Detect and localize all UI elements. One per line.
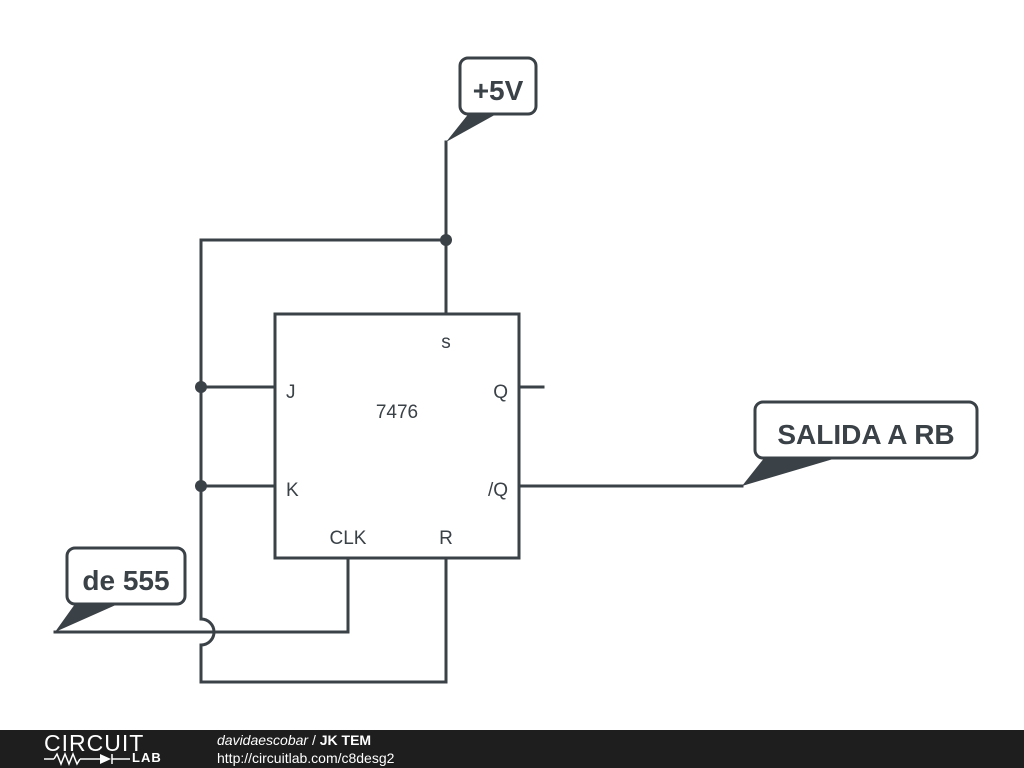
net-label-input-box bbox=[65, 546, 187, 606]
logo-bottom-text: LAB bbox=[132, 750, 162, 765]
pin-q-label: Q bbox=[493, 382, 508, 403]
net-label-output-text: SALIDA A RB bbox=[777, 419, 954, 450]
byline: davidaescobar / JK TEM bbox=[217, 731, 371, 749]
net-label-vcc-box bbox=[458, 56, 538, 116]
net-label-output-box bbox=[753, 400, 979, 460]
pin-j-label: J bbox=[286, 382, 296, 403]
net-label-vcc-text: +5V bbox=[473, 75, 524, 106]
author-link[interactable]: davidaescobar bbox=[217, 732, 309, 748]
schematic-diagram: 7476 s J K Q /Q CLK R +5V SALIDA A RB de… bbox=[53, 56, 979, 684]
net-label-vcc-pointer bbox=[446, 112, 500, 142]
resistor-diode-icon bbox=[44, 752, 130, 766]
junction-top bbox=[440, 234, 452, 246]
pin-clk-label: CLK bbox=[330, 528, 367, 549]
circuit-url[interactable]: http://circuitlab.com/c8desg2 bbox=[217, 750, 395, 766]
net-label-input-text: de 555 bbox=[82, 565, 169, 596]
net-label-input-pointer bbox=[55, 604, 118, 632]
junction-k bbox=[195, 480, 207, 492]
net-label-vcc[interactable]: +5V bbox=[446, 56, 538, 142]
net-label-input[interactable]: de 555 bbox=[55, 546, 187, 632]
pin-qbar-label: /Q bbox=[488, 480, 508, 501]
pin-r-label: R bbox=[439, 528, 453, 549]
junction-j bbox=[195, 381, 207, 393]
schematic-canvas: 7476 s J K Q /Q CLK R +5V SALIDA A RB de… bbox=[53, 56, 979, 684]
chip-part-label: 7476 bbox=[376, 402, 418, 423]
pin-s-label: s bbox=[441, 332, 451, 353]
footer-bar: CIRCUIT LAB davidaescobar / JK TEM http:… bbox=[0, 730, 1024, 768]
chip-7476-body[interactable] bbox=[273, 312, 521, 560]
logo-top-text: CIRCUIT bbox=[44, 730, 145, 756]
net-label-output[interactable]: SALIDA A RB bbox=[742, 400, 979, 486]
byline-separator: / bbox=[308, 732, 320, 748]
net-label-output-pointer bbox=[742, 457, 840, 486]
circuit-title[interactable]: JK TEM bbox=[319, 732, 372, 748]
circuitlab-logo[interactable]: CIRCUIT LAB bbox=[40, 730, 180, 768]
pin-k-label: K bbox=[286, 480, 299, 501]
